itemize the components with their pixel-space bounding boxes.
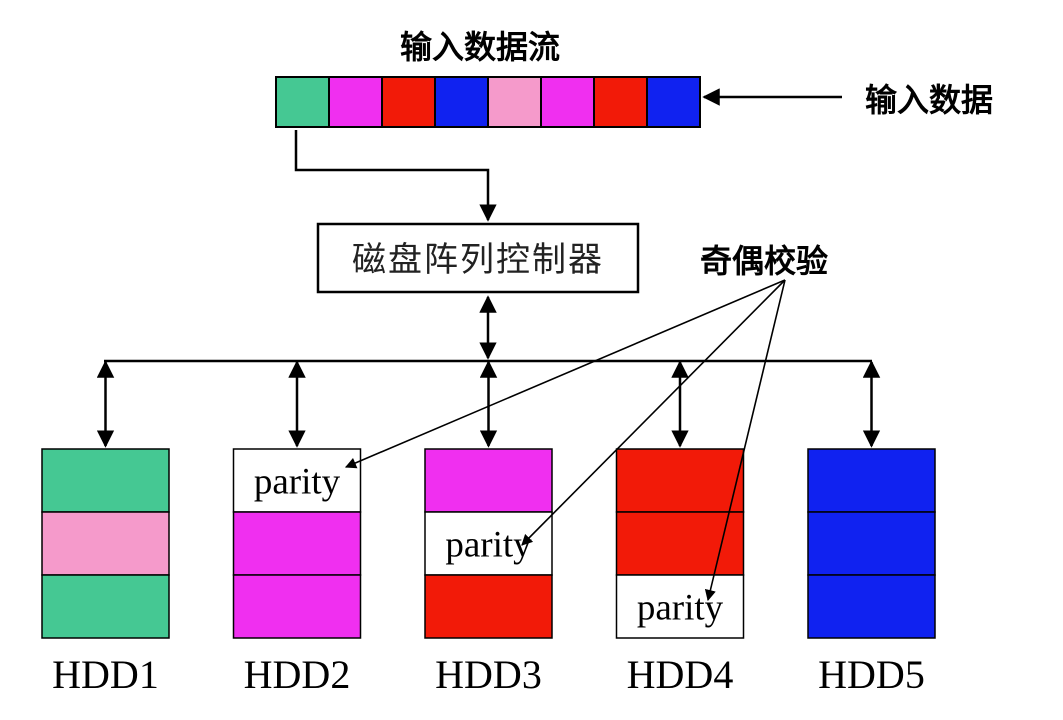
disk-label: HDD1	[52, 652, 159, 697]
bus-drops	[96, 360, 881, 448]
data-block	[807, 448, 936, 513]
data-block	[424, 448, 553, 513]
raid-controller-label: 磁盘阵列控制器	[352, 240, 604, 280]
parity-label: parity	[254, 462, 341, 503]
parity-label: parity	[637, 588, 724, 629]
disk-hdd1: HDD1	[41, 448, 170, 697]
disk-hdd5: HDD5	[807, 448, 936, 697]
data-block	[41, 511, 170, 576]
stream-to-controller-line	[294, 130, 497, 222]
stream-cell	[381, 76, 436, 128]
stream-cell	[593, 76, 648, 128]
data-block	[232, 574, 362, 639]
input-data-stream	[275, 76, 701, 128]
stream-cell	[540, 76, 595, 128]
parity-arrow-hdd3	[521, 279, 786, 546]
data-block	[232, 511, 362, 576]
parity-arrow-hdd2	[344, 279, 786, 469]
disk-label: HDD5	[818, 652, 925, 697]
data-block	[807, 511, 936, 576]
stream-title: 输入数据流	[400, 28, 560, 66]
stream-cell	[275, 76, 330, 128]
parity-arrow-hdd4	[704, 279, 786, 602]
input-data-label: 输入数据	[865, 81, 993, 119]
data-block	[615, 448, 745, 513]
disk-label: HDD3	[435, 652, 542, 697]
parity-check-label: 奇偶校验	[700, 242, 828, 280]
data-block	[424, 574, 553, 639]
parity-block	[615, 574, 745, 639]
data-block	[615, 511, 745, 576]
stream-cell	[487, 76, 542, 128]
data-block	[807, 574, 936, 639]
stream-cell	[328, 76, 383, 128]
data-block	[41, 574, 170, 639]
raid-controller-box	[316, 222, 640, 294]
stream-cell	[646, 76, 701, 128]
stream-cell	[434, 76, 489, 128]
disk-label: HDD4	[627, 652, 734, 697]
data-block	[41, 448, 170, 513]
parity-label: parity	[445, 525, 532, 566]
parity-pointer-arrows	[344, 279, 786, 602]
disk-label: HDD2	[244, 652, 351, 697]
